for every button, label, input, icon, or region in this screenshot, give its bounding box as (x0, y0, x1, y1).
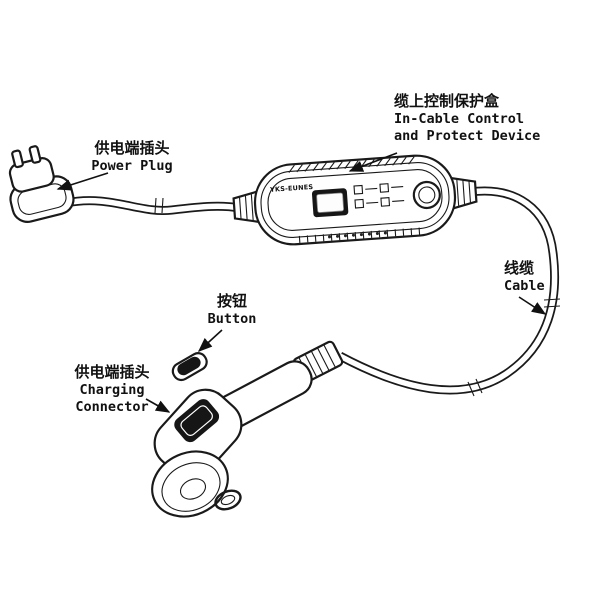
power-plug-arrow (56, 172, 109, 191)
connector-arrow (145, 398, 171, 413)
button-label-en: Button (207, 310, 257, 327)
control-box-arrow (348, 152, 398, 172)
cable-arrow (518, 296, 547, 315)
charging-connector-drawing (151, 340, 344, 518)
charging-connector-label-en1: Charging (79, 381, 145, 398)
power-plug-label: 供电端插头 Power Plug (84, 139, 180, 175)
cable-label-zh: 线缆 (504, 259, 535, 277)
indicator-icons (353, 183, 405, 209)
cable-band-marks (154, 197, 561, 397)
control-box-label: 缆上控制保护盒 In-Cable Control and Protect Dev… (394, 92, 554, 145)
power-plug-drawing (8, 145, 75, 223)
connector-button (171, 352, 208, 382)
bottom-grip-hatch (298, 227, 421, 243)
power-plug-label-zh: 供电端插头 (94, 139, 170, 157)
charging-connector-label-zh: 供电端插头 (74, 363, 150, 381)
button-arrow (197, 329, 223, 352)
button-label: 按钮 Button (204, 292, 260, 328)
cable-label: 线缆 Cable (504, 259, 574, 295)
button-label-zh: 按钮 (216, 292, 247, 310)
connector-face (151, 450, 229, 518)
display-screen (311, 188, 349, 218)
connector-latch-window (174, 399, 220, 443)
control-box-label-zh: 缆上控制保护盒 (394, 92, 500, 110)
device-brand-text: YKS-EUNES (269, 183, 314, 194)
control-box-label-en1: In-Cable Control (394, 110, 525, 127)
callout-arrows (56, 152, 547, 413)
charging-connector-label: 供电端插头 Charging Connector (68, 363, 156, 416)
control-box-label-en2: and Protect Device (394, 127, 541, 144)
control-box-drawing: YKS-EUNES (232, 154, 478, 246)
charging-connector-label-en2: Connector (75, 398, 149, 415)
cable-label-en: Cable (504, 277, 545, 294)
output-cable (337, 186, 560, 395)
plug-prongs (11, 145, 42, 169)
connector-ring (214, 489, 242, 511)
device-round-button (412, 180, 441, 210)
vent-dots (328, 231, 387, 239)
power-plug-label-en: Power Plug (91, 157, 173, 174)
supply-cable (65, 196, 241, 216)
